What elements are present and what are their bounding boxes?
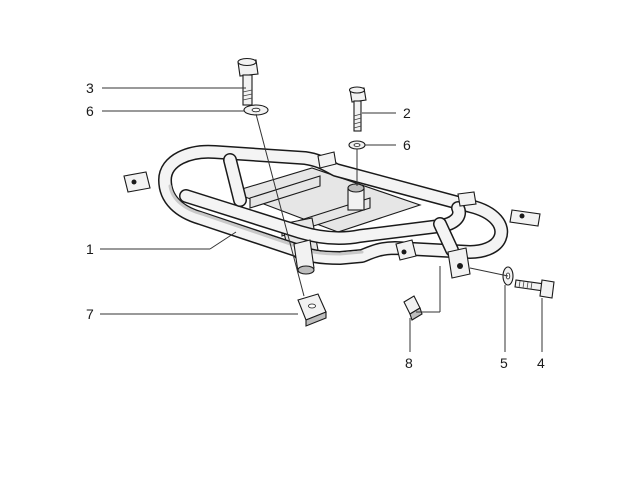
frame-mount-tab-rear [317, 151, 337, 169]
callout-labels: 3 6 2 6 1 7 8 5 4 [86, 80, 545, 371]
carrier-frame [123, 144, 541, 279]
frame-center-boss [347, 183, 365, 211]
callout-7: 7 [86, 306, 94, 322]
callout-5: 5 [500, 355, 508, 371]
frame-mount-tab-front [395, 239, 417, 261]
frame-cross-plate-rear [249, 175, 321, 209]
frame-lower-post [293, 239, 315, 275]
callout-8: 8 [405, 355, 413, 371]
callout-leaders [100, 87, 543, 352]
frame-hinge-bracket [447, 247, 471, 279]
bolt-short-2 [348, 86, 367, 132]
clip-8 [403, 295, 423, 321]
callout-3: 3 [86, 80, 94, 96]
frame-mount-tab-right [509, 209, 541, 227]
callout-4: 4 [537, 355, 545, 371]
callout-6-left: 6 [86, 103, 94, 119]
callout-6-right: 6 [403, 137, 411, 153]
frame-base-plate [230, 167, 422, 233]
callout-1: 1 [86, 241, 94, 257]
clip-nut-7 [297, 293, 327, 327]
washer-6-center [348, 140, 366, 150]
washer-6-left [243, 104, 269, 116]
bolt-long-3 [237, 57, 259, 106]
frame-mount-tab-left [123, 171, 151, 193]
callout-2: 2 [403, 105, 411, 121]
frame-mount-tab-inner [457, 191, 477, 207]
assembly-lines [255, 113, 509, 313]
bolt-4 [514, 279, 555, 299]
